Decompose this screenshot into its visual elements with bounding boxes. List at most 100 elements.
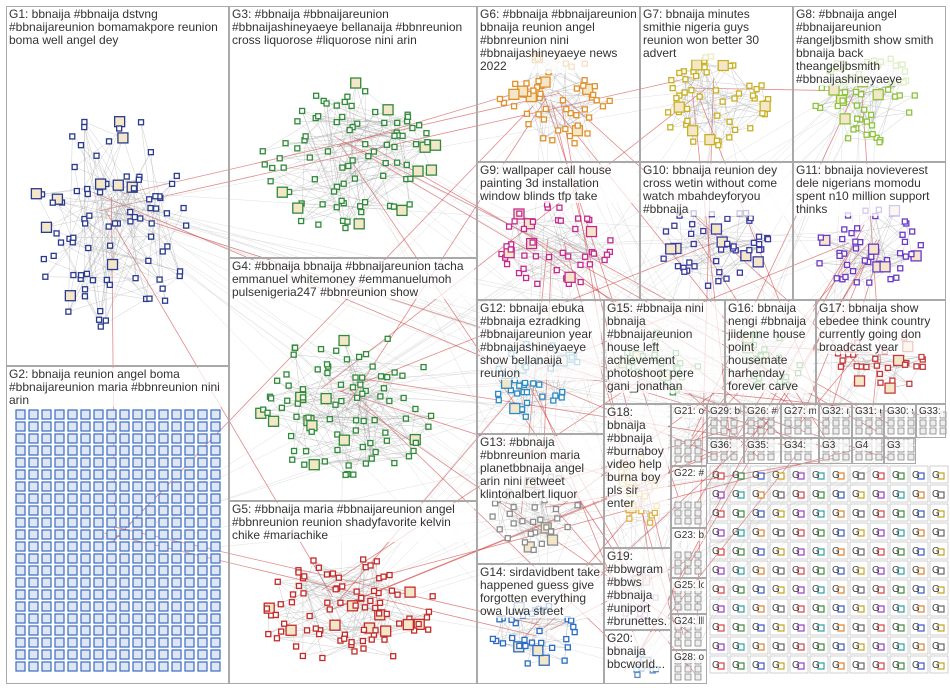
group-label: G5: #bbnaija maria #bbnaijareunion angel… <box>232 503 474 542</box>
group-label: G16: bbnaija nengi #bbnaija jiidenne hou… <box>728 302 813 393</box>
group-label: G10: bbnaija reunion dey cross wetin wit… <box>643 164 790 216</box>
group-box-g14: G14: sirdavidbent take happened guess gi… <box>477 564 604 684</box>
small-group-label: G <box>712 508 720 519</box>
group-box-g20: G20: bbnaija bbcworld... <box>604 630 671 684</box>
group-label: G32: matt... <box>822 406 849 417</box>
small-group-label: G <box>852 527 860 538</box>
group-box-g23: G23: bbna... reuni... <box>671 528 707 578</box>
group-box-g38: G4 <box>852 438 884 464</box>
small-group-label: G <box>732 546 740 557</box>
group-label: G23: bbna... reuni... <box>674 530 704 541</box>
small-group-label: G <box>712 622 720 633</box>
group-box-g9: G9: wallpaper call house painting 3d ins… <box>477 162 640 300</box>
small-group-label: G <box>852 489 860 500</box>
small-group-label: G <box>872 565 880 576</box>
small-group-label: G <box>912 527 920 538</box>
group-label: G18: bbnaija #bbnaija #burnaboy video he… <box>607 406 668 510</box>
small-group-label: G <box>932 660 940 671</box>
group-label: G15: #bbnaija nini bbnaija #bbnaijareuni… <box>607 302 722 393</box>
small-group-label: G <box>772 603 780 614</box>
small-group-label: G <box>852 565 860 576</box>
small-group-label: G <box>792 508 800 519</box>
group-label: G35: <box>747 440 778 451</box>
group-label: G13: #bbnaija #bbnreunion maria planetbb… <box>480 436 601 501</box>
group-box-g7: G7: bbnaija minutes smithie nigeria guys… <box>640 6 793 162</box>
small-group-label: G <box>712 565 720 576</box>
group-box-g12: G12: bbnaija ebuka #bbnaija ezradking #b… <box>477 300 604 434</box>
small-group-label: G <box>732 527 740 538</box>
group-box-g3: G3: #bbnaija #bbnaijareunion #bbnaijashi… <box>229 6 477 258</box>
group-box-g5: G5: #bbnaija maria #bbnaijareunion angel… <box>229 501 477 684</box>
group-label: G27: mojid... <box>784 406 816 417</box>
small-group-label: G <box>812 584 820 595</box>
small-group-label: G <box>772 622 780 633</box>
small-group-label: G <box>872 470 880 481</box>
small-group-label: G <box>772 641 780 652</box>
group-label: G12: bbnaija ebuka #bbnaija ezradking #b… <box>480 302 601 380</box>
small-group-label: G <box>832 584 840 595</box>
small-group-label: G <box>892 489 900 500</box>
group-label: G3: #bbnaija #bbnaijareunion #bbnaijashi… <box>232 8 474 47</box>
small-group-label: G <box>872 622 880 633</box>
small-group-label: G <box>932 584 940 595</box>
small-group-label: G <box>852 546 860 557</box>
small-group-label: G <box>912 603 920 614</box>
small-group-label: G <box>812 527 820 538</box>
small-group-label: G <box>852 603 860 614</box>
small-group-label: G <box>892 641 900 652</box>
group-box-g1: G1: bbnaija #bbnaija dstvng #bbnaijareun… <box>6 6 229 366</box>
small-group-label: G <box>792 622 800 633</box>
small-group-label: G <box>852 584 860 595</box>
group-box-g19: G19: #bbwgram #bbws #bbnaija #uniport #b… <box>604 548 671 630</box>
group-box-g30: G30: sun... <box>884 404 916 438</box>
small-group-label: G <box>932 565 940 576</box>
group-box-g8: G8: #bbnaija angel #bbnaijareunion #ange… <box>793 6 946 162</box>
group-label: G6: #bbnaija #bbnaijareunion bbnaija reu… <box>480 8 637 73</box>
group-label: G26: #bbn... <box>747 406 778 417</box>
small-group-label: G <box>892 565 900 576</box>
small-group-label: G <box>912 584 920 595</box>
group-label: G33: goo... <box>919 406 943 417</box>
group-box-g37: G3 <box>819 438 852 464</box>
small-group-label: G <box>932 489 940 500</box>
small-group-label: G <box>932 470 940 481</box>
small-group-label: G <box>812 660 820 671</box>
group-box-g27: G27: mojid... <box>781 404 819 438</box>
small-group-label: G <box>732 489 740 500</box>
small-group-label: G <box>872 489 880 500</box>
group-label: G4: #bbnaija bbnaija #bbnaijareunion tac… <box>232 260 474 299</box>
group-label: G29: bbn... <box>710 406 741 417</box>
small-group-label: G <box>772 508 780 519</box>
group-label: G1: bbnaija #bbnaija dstvng #bbnaijareun… <box>9 8 226 47</box>
group-label: G7: bbnaija minutes smithie nigeria guys… <box>643 8 790 60</box>
group-box-g11: G11: bbnaija novieverest dele nigerians … <box>793 162 946 300</box>
small-group-label: G <box>812 641 820 652</box>
small-group-label: G <box>752 603 760 614</box>
small-group-label: G <box>912 622 920 633</box>
small-group-label: G <box>872 508 880 519</box>
small-group-label: G <box>772 584 780 595</box>
small-group-label: G <box>752 508 760 519</box>
small-group-label: G <box>932 527 940 538</box>
group-box-g31: G31: gt... <box>852 404 884 438</box>
small-group-label: G <box>732 622 740 633</box>
group-label: G28: odud... <box>674 652 704 663</box>
group-box-g16: G16: bbnaija nengi #bbnaija jiidenne hou… <box>725 300 816 404</box>
small-group-label: G <box>792 489 800 500</box>
small-group-label: G <box>912 470 920 481</box>
small-group-label: G <box>892 527 900 538</box>
group-box-g6: G6: #bbnaija #bbnaijareunion bbnaija reu… <box>477 6 640 162</box>
small-group-label: G <box>892 546 900 557</box>
small-group-label: G <box>792 546 800 557</box>
group-box-g24: G24: llbo... <box>671 614 707 650</box>
small-group-label: G <box>832 603 840 614</box>
small-group-label: G <box>712 470 720 481</box>
small-group-label: G <box>792 603 800 614</box>
group-label: G25: love... <box>674 580 704 591</box>
group-box-g39: G3 <box>884 438 916 464</box>
group-box-g2: G2: bbnaija reunion angel boma #bbnaijar… <box>6 366 229 684</box>
small-group-label: G <box>772 470 780 481</box>
small-group-label: G <box>772 489 780 500</box>
group-label: G3 <box>887 440 913 451</box>
small-group-label: G <box>892 508 900 519</box>
